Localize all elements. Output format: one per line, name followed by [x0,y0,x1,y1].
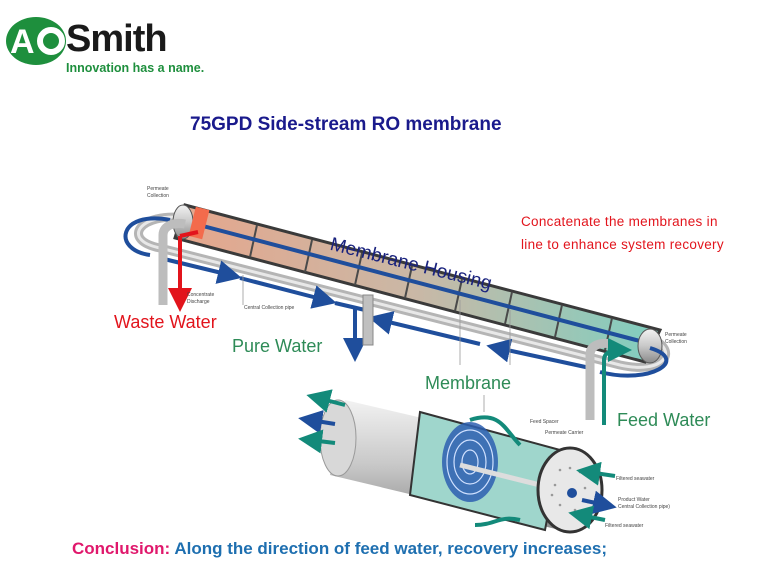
membrane-element-cutaway [298,389,617,534]
permeate-carrier-label: Permeate Carrier [545,430,584,436]
note-line-2: line to enhance system recovery [521,237,724,252]
leader-lines [242,275,511,412]
logo-word: Smith [66,18,168,60]
permeate-collection-left-label-2: Collection [147,193,169,199]
logo-tagline: Innovation has a name. [66,61,205,75]
permeate-collection-right-label: Permeate [665,332,687,338]
product-water-sub-label: Central Collection pipe) [618,504,670,510]
permeate-collection-left-label: Permeate [147,186,169,192]
central-collection-pipe-label: Central Collection pipe [244,305,295,311]
permeate-collection-right-label-2: Collection [665,339,687,345]
conclusion-text: Along the direction of feed water, recov… [174,539,608,558]
logo-mark-icon: A [6,17,66,65]
feed-water-inlet [585,338,632,425]
note-line-1: Concatenate the membranes in [521,214,718,229]
filtered-seawater-bottom-label: Filtered seawater [605,523,644,529]
filtered-seawater-top-label: Filtered seawater [616,476,655,482]
waste-water-label: Waste Water [114,312,217,332]
pure-water-outlet [334,294,374,362]
waste-water-outlet [158,218,199,312]
concentrate-flow [123,216,669,378]
ao-smith-logo: A Smith Innovation has a name. [6,14,216,78]
return-pipe [134,212,671,372]
feed-water-label: Feed Water [617,410,711,430]
feed-spacer-label: Feed Spacer [530,419,559,425]
svg-text:A: A [10,23,35,61]
product-water-label: Product Water [618,497,650,503]
recovery-note: Concatenate the membranes in line to enh… [521,210,724,256]
conclusion: Conclusion: Along the direction of feed … [72,539,607,559]
conclusion-label: Conclusion: [72,539,171,558]
concentrate-discharge-label: Concentrate [187,292,214,298]
membrane-label: Membrane [425,373,512,393]
pure-water-label: Pure Water [232,336,323,356]
concentrate-discharge-label-2: Discharge [187,299,210,305]
page-title: 75GPD Side-stream RO membrane [190,114,502,135]
